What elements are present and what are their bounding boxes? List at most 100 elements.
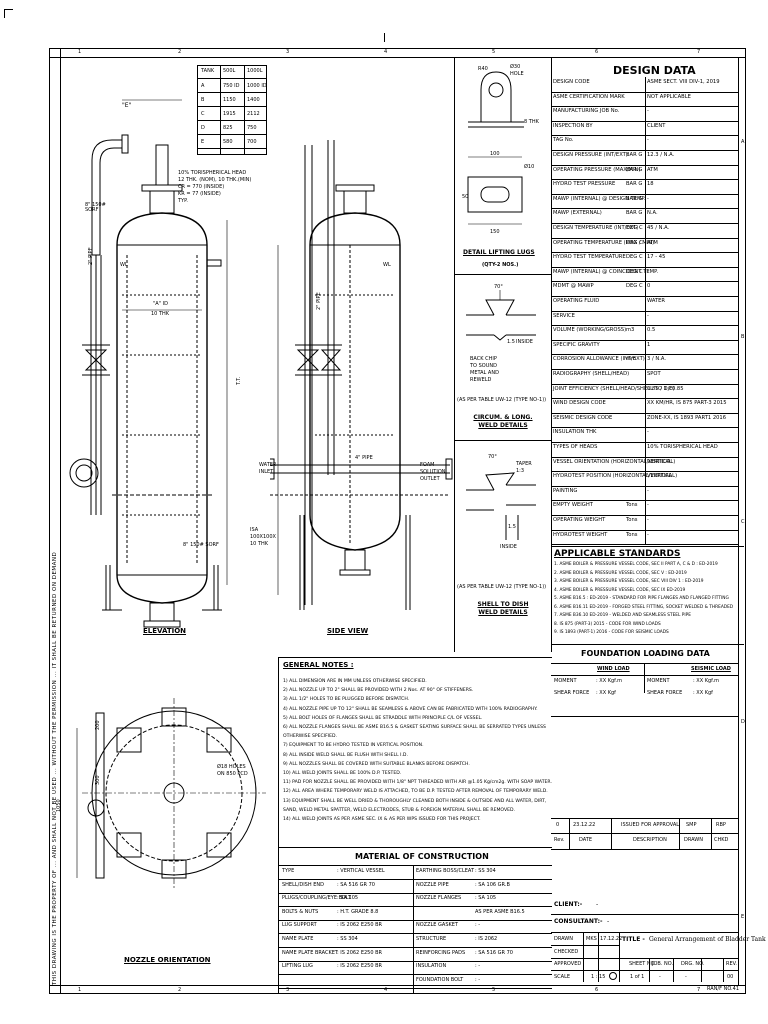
standard-item: 3. ASME BOILER & PRESSURE VESSEL CODE, S… — [554, 579, 704, 584]
material-label: NOZZLE FLANGES — [416, 895, 462, 902]
note-item: 6) ALL NOZZLE FLANGES SHALL BE ASME B16.… — [283, 725, 546, 730]
design-param: OPERATING TEMPERATURE (MAX / MIN) — [553, 239, 655, 246]
isa-label-3: 10 THK — [250, 541, 269, 547]
rev-value: 00 — [727, 974, 734, 980]
design-unit: BAR G — [626, 152, 643, 158]
material-value: : IS 2062 — [475, 936, 498, 942]
head-note-3: CR = 770 (INSIDE) — [178, 184, 225, 190]
design-unit: DEG C — [626, 225, 643, 231]
revision-cell: 23.12.22 — [573, 822, 596, 828]
revision-header: DATE — [579, 837, 593, 843]
isa-label-1: ISA — [250, 527, 259, 533]
lug-hole-1: Ø30 — [510, 64, 521, 70]
title-label: TITLE - — [622, 936, 645, 943]
grid-top-label: 5 — [492, 49, 496, 55]
divider-weld — [454, 440, 551, 441]
design-param: MAWP (INTERNAL) @ DESIGN TEMP. — [553, 195, 646, 202]
standards-block: APPLICABLE STANDARDS 1. ASME BOILER & PR… — [551, 546, 744, 645]
note-item: 11) PAD FOR NOZZLE SHALL BE PROVIDED WIT… — [283, 780, 552, 786]
drg-value: - — [685, 974, 687, 980]
design-unit: DEG C — [626, 268, 643, 275]
weld1-gap: 1.5 — [507, 339, 515, 345]
tank-table-cell: B — [201, 97, 205, 103]
design-value: ZONE-XX, IS 1893 PART1 2016 — [647, 414, 727, 421]
isa-label-2: 100X100X — [250, 534, 276, 540]
foundation-value: : XX Kgf — [596, 690, 616, 696]
standard-item: 4. ASME BOILER & PRESSURE VESSEL CODE, S… — [554, 587, 686, 593]
revision-header: CHKD — [714, 837, 729, 843]
foundation-value: : XX Kgf.m — [596, 678, 623, 684]
design-param: HYDRO TEST PRESSURE — [553, 181, 616, 188]
design-param: EMPTY WEIGHT — [553, 502, 593, 509]
standards-title: APPLICABLE STANDARDS — [554, 549, 681, 559]
design-value: - — [647, 487, 649, 494]
grid-top-label: 1 — [78, 49, 82, 55]
design-value: SPOT — [647, 371, 661, 377]
standard-item: 8. IS 875 (PART-3) 2015 - CODE FOR WIND … — [554, 621, 661, 627]
design-param: DESIGN TEMPERATURE (INT/EXT) — [553, 225, 639, 231]
design-value: VERTICAL — [647, 458, 672, 465]
grid-right-label: E — [741, 914, 745, 920]
design-value: 12.3 / N.A. — [647, 152, 675, 158]
lug-d4: 50 — [462, 194, 469, 200]
grid-top-label: 6 — [595, 49, 599, 55]
design-value: - — [647, 517, 649, 523]
job-value: - — [659, 974, 661, 980]
design-unit: Tons — [626, 531, 638, 538]
revision-cell: ISSUED FOR APPROVAL — [621, 822, 680, 828]
material-value: : SA 105 — [475, 895, 497, 902]
standard-item: 2. ASME BOILER & PRESSURE VESSEL CODE, S… — [554, 570, 687, 576]
note-item: 9) ALL NOZZLES SHALL BE COVERED WITH SUI… — [283, 761, 470, 767]
head-note-5: TYP. — [178, 198, 188, 204]
grid-top-label: 2 — [178, 49, 182, 55]
design-data-title: DESIGN DATA — [613, 64, 696, 77]
tank-table-header: TANK — [201, 68, 215, 74]
nozzle-d1050: 1050 — [56, 799, 62, 812]
lug-thk: 8 THK — [524, 119, 539, 125]
client-value: - — [596, 901, 599, 908]
weld1-title: CIRCUM. & LONG. WELD DETAILS — [473, 414, 533, 430]
material-value: : IS 2062 E250 BR — [337, 922, 383, 929]
design-param: HYDROTEST POSITION (HORIZONTAL/VERTICAL) — [553, 473, 678, 480]
design-param: VESSEL ORIENTATION (HORIZONTAL/VERTICAL) — [553, 458, 676, 465]
tank-table-cell: 750 — [247, 125, 257, 131]
tank-table-cell: 825 — [223, 125, 233, 131]
design-param: OPERATING PRESSURE (MAX/MIN) — [553, 166, 641, 173]
material-label: STRUCTURE — [416, 936, 447, 942]
drawn-label: DRAWN — [554, 936, 573, 942]
tank-table-header: 500L — [223, 68, 236, 74]
weld1-chip-3: METAL AND — [470, 370, 499, 376]
design-param: WIND DESIGN CODE — [553, 400, 606, 407]
nozzle-bot-label: 8" 150# SORF — [183, 542, 219, 548]
design-data-row: MAWP (INTERNAL) @ COINCIDENT TEMP.DEG C- — [551, 266, 738, 283]
design-param: OPERATING FLUID — [553, 298, 600, 304]
design-param: OPERATING WEIGHT — [553, 517, 606, 523]
divider-lug-bottom — [454, 274, 551, 275]
revision-cell: SMP — [686, 822, 697, 828]
weld2-title: SHELL TO DISH WELD DETAILS — [477, 601, 529, 617]
foundation-label: SHEAR FORCE — [554, 690, 590, 696]
note-item: SAND, WELD METAL SPATTER, WELD ELECTRODE… — [283, 807, 516, 813]
design-unit: DEG C — [626, 239, 643, 246]
grid-line-right — [738, 57, 739, 985]
tank-table-cell: 750 ID — [223, 83, 240, 89]
foam-outlet-1: FOAM — [420, 462, 435, 468]
lug-title: DETAIL LIFTING LUGS — [463, 249, 535, 256]
design-unit: BAR G — [626, 195, 643, 202]
material-value: : SA 105 — [337, 895, 359, 902]
design-param: SPECIFIC GRAVITY — [553, 341, 600, 348]
notes-title: GENERAL NOTES : — [283, 661, 354, 669]
design-value: ASME SECT. VIII DIV-1, 2019 — [647, 79, 720, 85]
standard-item: 6. ASME B16.11 ED-2019 - FORGED STEEL FI… — [554, 604, 734, 610]
crop-mark — [4, 9, 13, 18]
design-value: - — [647, 531, 649, 538]
design-value: N.A. — [647, 210, 658, 217]
water-inlet-1: WATER — [259, 462, 277, 468]
material-value: : - — [475, 963, 481, 970]
design-unit: Tons — [626, 502, 638, 509]
grid-bottom-label: 1 — [78, 987, 82, 993]
